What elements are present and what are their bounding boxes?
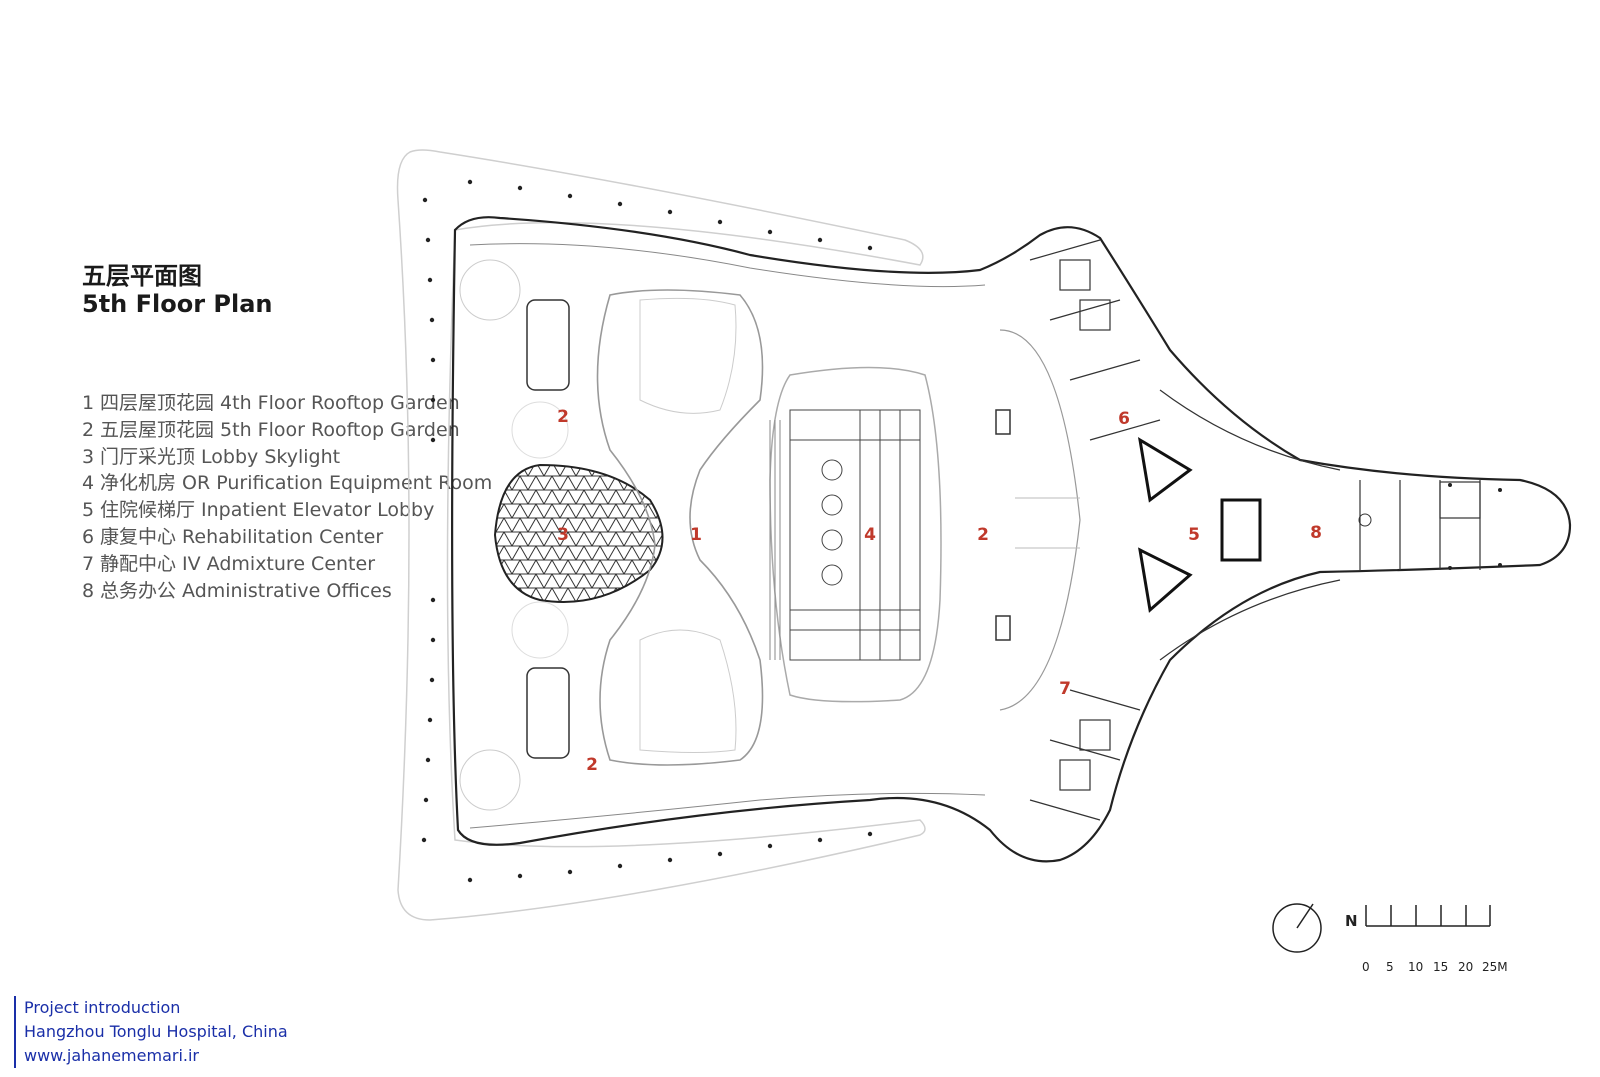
plan-label-4: 4 [864, 525, 876, 545]
plan-label-2-south: 2 [586, 755, 598, 775]
garden-planter-south [526, 667, 570, 759]
north-label: N [1345, 912, 1358, 930]
scale-tick-label: 15 [1433, 960, 1449, 974]
rooftop-garden-4th-floor [596, 289, 764, 766]
legend-text: 康复中心 Rehabilitation Center [100, 525, 384, 548]
equipment-detail [769, 409, 921, 661]
footer-link-website[interactable]: www.jahanememari.ir [24, 1046, 200, 1065]
legend-number: 2 [82, 418, 95, 441]
scale-tick-label: 20 [1458, 960, 1474, 974]
legend-number: 5 [82, 499, 95, 522]
plan-label-7: 7 [1059, 679, 1071, 699]
legend-text: 静配中心 IV Admixture Center [100, 552, 375, 575]
perimeter-dots [421, 179, 873, 883]
scale-tick-label: 10 [1408, 960, 1424, 974]
scale-bar [1365, 905, 1491, 927]
plan-label-5: 5 [1188, 525, 1200, 545]
north-arrow-icon [1272, 903, 1322, 953]
scale-tick-label: 5 [1386, 960, 1394, 974]
elevator-core-north [1137, 437, 1193, 503]
plan-label-1: 1 [690, 525, 702, 545]
scale-tick-label: 25M [1482, 960, 1508, 974]
legend-text: 四层屋顶花园 4th Floor Rooftop Garden [100, 392, 460, 414]
legend-text: 住院候梯厅 Inpatient Elevator Lobby [100, 499, 435, 522]
legend-number: 7 [82, 552, 95, 575]
plan-label-8: 8 [1310, 523, 1322, 543]
lobby-skylight [493, 463, 664, 603]
plan-title-chinese: 五层平面图 [82, 262, 202, 290]
legend-number: 4 [82, 472, 95, 495]
outer-boundary [396, 149, 926, 921]
project-credit: Project introduction Hangzhou Tonglu Hos… [14, 996, 288, 1068]
legend-text: 总务办公 Administrative Offices [100, 579, 392, 602]
legend-text: 五层屋顶花园 5th Floor Rooftop Garden [100, 418, 460, 441]
legend-number: 8 [82, 579, 95, 602]
east-wing-rooms [1029, 239, 1481, 821]
inner-perimeter [469, 243, 986, 829]
legend-number: 3 [82, 445, 95, 468]
footer-line-project: Hangzhou Tonglu Hospital, China [24, 1022, 288, 1041]
legend-text: 门厅采光顶 Lobby Skylight [100, 445, 341, 468]
garden-planter-north [526, 299, 570, 391]
elevator-core-south [1138, 547, 1193, 613]
purification-equipment-room [769, 366, 942, 703]
plan-label-2-center: 2 [977, 525, 989, 545]
footer-line-intro: Project introduction [24, 998, 181, 1017]
elevator-core-east [1220, 498, 1262, 562]
legend-number: 6 [82, 525, 95, 548]
legend-number: 1 [82, 392, 95, 414]
plan-title-english: 5th Floor Plan [82, 290, 273, 318]
plan-label-3: 3 [557, 525, 569, 545]
scale-tick-label: 0 [1362, 960, 1370, 974]
plan-label-6: 6 [1118, 409, 1130, 429]
plan-label-2-north: 2 [557, 407, 569, 427]
building-perimeter [451, 216, 1572, 863]
legend-text: 净化机房 OR Purification Equipment Room [100, 472, 493, 495]
